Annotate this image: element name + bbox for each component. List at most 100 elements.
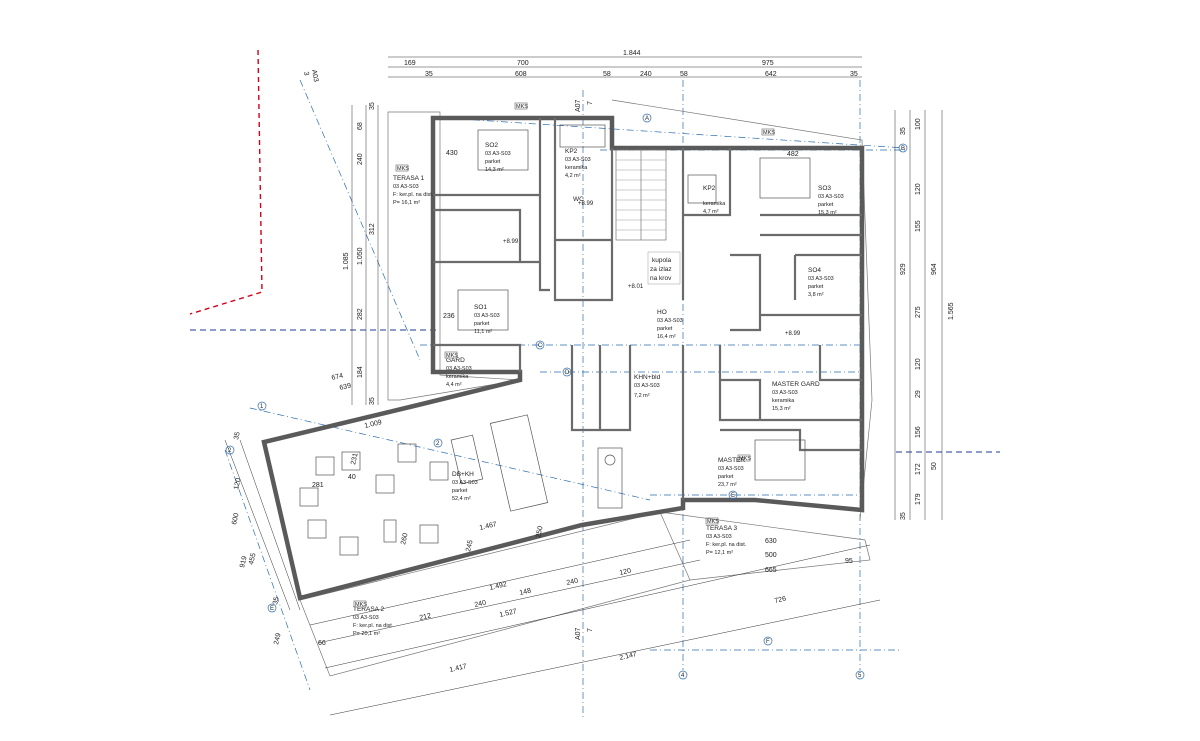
dim-231: 231	[350, 452, 359, 465]
svg-text:+8.01: +8.01	[628, 284, 644, 290]
dim-top-8: 58	[680, 71, 688, 78]
dim-1009: 1.009	[364, 419, 383, 430]
dim-right-2: 100	[915, 118, 922, 130]
dim-left-674: 674	[331, 372, 344, 381]
room-label-gard: GARD 03 A3-S03 keramika 4,4 m²	[446, 357, 472, 388]
svg-text:TERASA 3: TERASA 3	[706, 525, 737, 532]
dim-bottom-120: 120	[619, 567, 632, 576]
svg-text:F: ker.pl. na dist.: F: ker.pl. na dist.	[706, 542, 747, 548]
svg-text:+8.99: +8.99	[578, 201, 594, 207]
dim-right-11: 35	[900, 512, 907, 520]
svg-text:52,4 m²: 52,4 m²	[452, 496, 471, 502]
dim-top-5: 608	[515, 71, 527, 78]
svg-text:TERASA 2: TERASA 2	[353, 606, 384, 613]
dim-bottom-1527: 1.527	[499, 608, 518, 619]
dim-right-9: 172	[915, 463, 922, 475]
bottom-dimensions: 212 240 148 240 120 95 1.492 1.527 1.417…	[309, 538, 881, 716]
dim-left-639: 639	[339, 382, 352, 391]
dim-bottom-148: 148	[519, 587, 532, 596]
svg-text:7: 7	[587, 628, 594, 632]
right-dimensions: 35 100 120 155 275 120 29 156 172 179 35…	[894, 110, 955, 520]
left-dimensions: 35 68 240 312 282 184 35 1.085 1.050 674…	[331, 102, 379, 405]
dim-right-1: 35	[900, 127, 907, 135]
svg-text:7,2 m²: 7,2 m²	[634, 393, 650, 399]
section-line-a03	[299, 79, 421, 361]
lower-left-dimensions: 35 120 600 455 919 35 249 66	[224, 431, 326, 647]
svg-text:1: 1	[260, 404, 264, 410]
svg-text:4,7 m²: 4,7 m²	[703, 209, 719, 215]
svg-text:na krov: na krov	[650, 275, 672, 282]
dim-right-8: 156	[915, 426, 922, 438]
dim-left-5: 282	[357, 308, 364, 320]
grid-line-2	[224, 449, 311, 691]
svg-text:E: E	[731, 493, 735, 499]
dim-bottom-1417: 1.417	[449, 663, 468, 674]
dim-ll-600: 600	[231, 512, 240, 525]
dim-bottom-240a: 240	[474, 599, 487, 608]
svg-text:03 A3-S03: 03 A3-S03	[452, 480, 478, 486]
dim-right-7: 29	[915, 390, 922, 398]
level-marks: +8.99 +8.99 +8.01 +8.99	[503, 201, 801, 337]
svg-text:KHN+bld: KHN+bld	[634, 374, 661, 381]
svg-text:keramika: keramika	[446, 374, 469, 380]
svg-text:keramika: keramika	[565, 165, 588, 171]
svg-text:15,3 m²: 15,3 m²	[772, 406, 791, 412]
svg-text:P= 20,1 m²: P= 20,1 m²	[353, 631, 380, 637]
svg-text:5: 5	[858, 673, 862, 679]
dim-right-964: 964	[931, 263, 938, 275]
svg-text:HO: HO	[657, 309, 667, 316]
interior-walls	[433, 118, 862, 500]
room-label-master-gard: MASTER GARD 03 A3-S03 keramika 15,3 m²	[772, 381, 820, 412]
dim-left-2: 68	[357, 122, 364, 130]
dim-right-1565: 1.565	[948, 302, 955, 320]
svg-text:KP2: KP2	[565, 148, 578, 155]
room-label-kp2-right: KP2 keramika 4,7 m²	[703, 185, 726, 215]
dim-right-929: 929	[900, 263, 907, 275]
dim-left-4: 312	[369, 223, 376, 235]
dim-top-7: 240	[640, 71, 652, 78]
room-label-terasa3: TERASA 3 03 A3-S03 F: ker.pl. na dist. P…	[706, 525, 747, 556]
svg-text:SO1: SO1	[474, 304, 487, 311]
svg-text:03 A3-S03: 03 A3-S03	[634, 383, 660, 389]
svg-text:03 A3-S03: 03 A3-S03	[393, 184, 419, 190]
svg-text:MKS: MKS	[739, 456, 751, 462]
room-label-ho: HO 03 A3-S03 parket 16,4 m²	[657, 309, 683, 340]
svg-text:A: A	[645, 116, 649, 122]
svg-text:P= 16,1 m²: P= 16,1 m²	[393, 200, 420, 206]
section-marker-top: A07 7	[575, 99, 594, 112]
svg-text:parket: parket	[474, 321, 490, 327]
room-label-terasa1: TERASA 1 03 A3-S03 F: ker.pl. na dist. P…	[393, 175, 434, 206]
dim-1467: 1.467	[479, 521, 498, 532]
dim-top-9: 642	[765, 71, 777, 78]
dim-top-4: 35	[425, 71, 433, 78]
svg-text:GARD: GARD	[446, 357, 465, 364]
room-label-so1: SO1 03 A3-S03 parket 11,1 m²	[474, 304, 500, 335]
svg-text:03 A3-S03: 03 A3-S03	[657, 318, 683, 324]
svg-text:3: 3	[302, 71, 310, 76]
svg-text:za izlaz: za izlaz	[650, 266, 672, 273]
dim-245: 245	[465, 539, 474, 552]
svg-text:parket: parket	[657, 326, 673, 332]
dim-right-4: 155	[915, 220, 922, 232]
dim-right-10: 179	[915, 493, 922, 505]
svg-text:MKS: MKS	[707, 519, 719, 525]
svg-text:03 A3-S03: 03 A3-S03	[565, 157, 591, 163]
svg-text:03 A3-S03: 03 A3-S03	[485, 151, 511, 157]
terasa-3-outline	[659, 511, 871, 581]
dim-ll-120: 120	[233, 477, 242, 490]
svg-text:MKS: MKS	[446, 353, 458, 359]
top-dimensions: 1.844 169 700 975 35 608 58 240 58 642 3…	[388, 50, 862, 158]
dim-left-1: 35	[369, 102, 376, 110]
dim-bottom-500: 500	[765, 552, 777, 559]
wc-label: WC	[573, 196, 584, 203]
roof-exit-label: kupola za izlaz na krov	[647, 251, 681, 285]
svg-text:parket: parket	[452, 488, 468, 494]
svg-text:7: 7	[587, 101, 594, 105]
dim-bottom-2147: 2.147	[619, 651, 638, 662]
svg-text:F: ker.pl. na dist.: F: ker.pl. na dist.	[353, 623, 394, 629]
room-label-so2: SO2 03 A3-S03 parket 14,3 m²	[485, 142, 511, 173]
room-label-kp2-left: KP2 03 A3-S03 keramika 4,2 m²	[565, 148, 591, 179]
dim-right-3: 120	[915, 183, 922, 195]
svg-text:4: 4	[681, 673, 685, 679]
